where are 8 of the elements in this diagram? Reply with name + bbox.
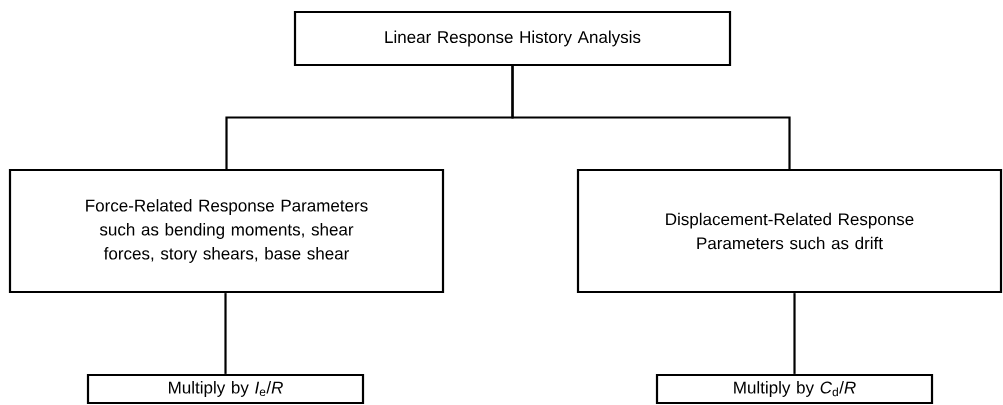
- process-box: Force-Related Response Parameters such as bending moments, shear forces, story shears, base shear: [8, 168, 445, 294]
- process-box: Multiply by I$_{e}$/R: [86, 373, 365, 405]
- connector-line: [793, 293, 796, 374]
- process-box: Multiply by C$_{d}$/R: [655, 373, 934, 405]
- process-box: Displacement-Related Response Parameters such as drift: [576, 168, 1003, 294]
- connector-line: [224, 293, 227, 374]
- process-box: Linear Response History Analysis: [293, 10, 732, 67]
- connector-line: [511, 66, 791, 169]
